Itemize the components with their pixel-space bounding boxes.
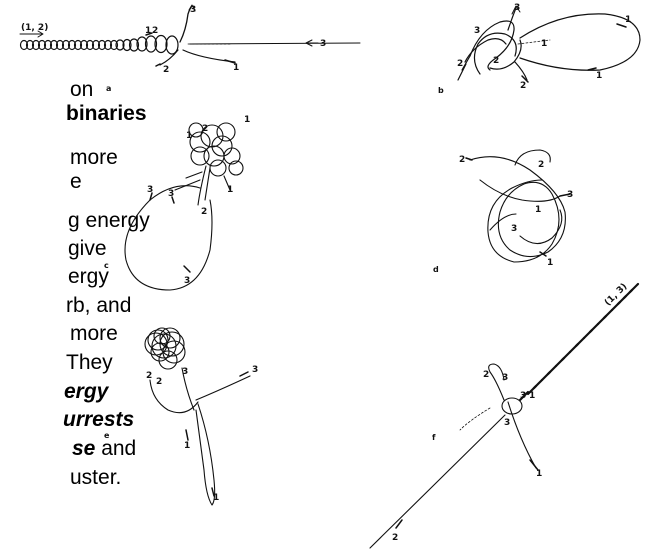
panel-label-b: b (438, 86, 444, 95)
figure-labels: a b c d e f (1, 2) 1 2 3 2 1 3 3 3 2 2 1… (21, 3, 631, 543)
body-label: 3 (190, 5, 196, 15)
body-label: 2 (146, 371, 152, 381)
body-label: 2 (538, 160, 544, 170)
body-label: 3 (514, 3, 520, 13)
body-label: 3 (502, 373, 508, 383)
body-label: 2 (392, 533, 398, 543)
body-label: 2 (459, 155, 465, 165)
panel-label-f: f (432, 433, 436, 442)
panel-label-a: a (106, 84, 111, 93)
body-label: 1 (596, 71, 602, 81)
body-label: 3 (184, 276, 190, 286)
body-label: 1 (541, 39, 547, 49)
panel-e-trajectories (145, 328, 250, 505)
body-label: 1 (233, 63, 239, 73)
panel-label-c: c (104, 261, 109, 270)
body-label: 1 (186, 131, 192, 141)
body-label: 2 (457, 59, 463, 69)
panel-label-e: e (104, 431, 110, 440)
body-label: 2 (202, 124, 208, 134)
body-label: 1 (227, 185, 233, 195)
body-label: 1 (536, 469, 542, 479)
panel-c-trajectories (125, 123, 243, 290)
body-label: 3 (504, 418, 510, 428)
body-label: 1 (529, 391, 535, 401)
panel-d-trajectories (466, 150, 570, 262)
body-label: 2 (520, 81, 526, 91)
panel-b-trajectories (458, 6, 640, 82)
body-label: 3 (520, 391, 526, 401)
body-label: 3 (320, 39, 326, 49)
body-label: 3 (511, 224, 517, 234)
body-label: 1 (547, 258, 553, 268)
body-label: 2 (163, 65, 169, 75)
body-label: 2 (156, 377, 162, 387)
panel-label-d: d (433, 265, 439, 274)
body-label: 2 (493, 56, 499, 66)
body-label: 1 (213, 493, 219, 503)
body-label: 2 (152, 26, 158, 36)
body-label: 3 (252, 365, 258, 375)
body-label: 3 (168, 189, 174, 199)
panel-f-trajectories (370, 284, 638, 548)
body-label: 1 (535, 205, 541, 215)
body-label: 1 (184, 441, 190, 451)
binary-label: (1, 2) (21, 23, 48, 33)
body-label: 3 (182, 367, 188, 377)
body-label: 1 (145, 26, 151, 36)
body-label: 3 (474, 26, 480, 36)
body-label: 1 (625, 15, 631, 25)
body-label: 3 (567, 190, 573, 200)
binary-label: (1, 3) (603, 282, 629, 308)
body-label: 2 (201, 207, 207, 217)
body-label: 2 (483, 370, 489, 380)
body-label: 3 (147, 185, 153, 195)
body-label: 1 (244, 115, 250, 125)
